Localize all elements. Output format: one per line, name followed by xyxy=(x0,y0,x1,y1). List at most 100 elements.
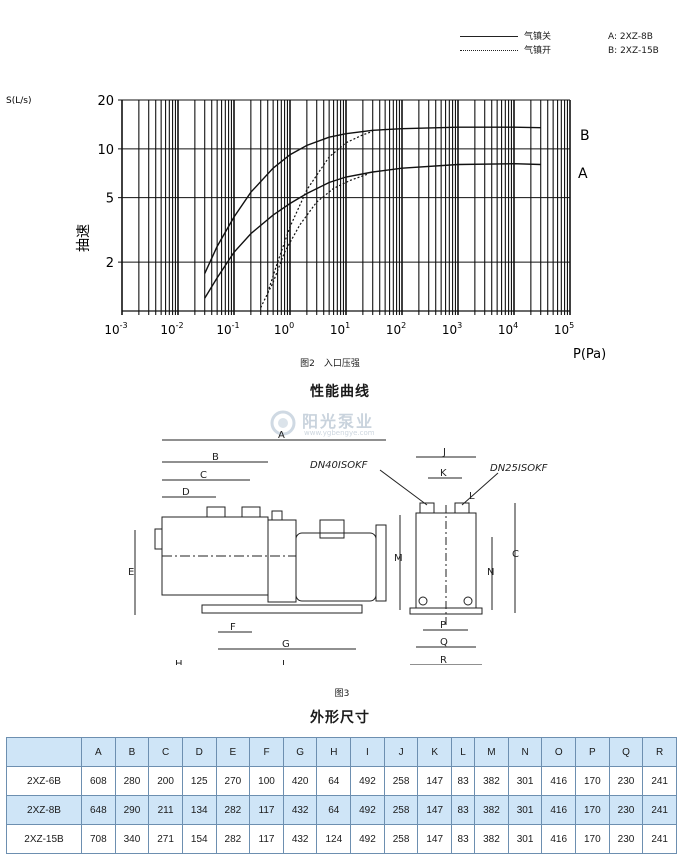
pump-end-block xyxy=(267,519,297,603)
dim-label-j: J xyxy=(442,447,446,458)
dim-label-a: A xyxy=(278,430,285,441)
table-cell: 83 xyxy=(451,766,476,796)
table-cell: 416 xyxy=(541,824,577,854)
table-cell: 83 xyxy=(451,824,476,854)
dim-label-p: P xyxy=(440,620,446,631)
table-header-m: M xyxy=(474,737,509,767)
table-header-f: F xyxy=(249,737,284,767)
flange-label-dn40: DN40ISOKF xyxy=(310,460,368,471)
table-cell: 241 xyxy=(642,766,677,796)
flange-label-dn25: DN25ISOKF xyxy=(490,463,548,474)
dim-label-m: M xyxy=(394,553,403,564)
table-cell: 134 xyxy=(181,795,217,825)
y-tick-label: 20 xyxy=(97,94,114,109)
dim-label-i: I xyxy=(282,659,285,665)
table-cell: 258 xyxy=(383,766,419,796)
x-tick-label: 101 xyxy=(330,321,350,337)
legend-solid-line xyxy=(460,36,518,37)
watermark-logo-icon xyxy=(270,410,296,436)
table-cell: 64 xyxy=(316,795,352,825)
dim-label-r: R xyxy=(440,655,447,665)
table-cell: 147 xyxy=(417,795,453,825)
dim-label-k: K xyxy=(440,468,447,479)
table-cell: 301 xyxy=(507,824,543,854)
table-header-model xyxy=(6,737,82,767)
dim-label-b: B xyxy=(212,452,219,463)
table-header-b: B xyxy=(114,737,150,767)
watermark: 阳光泵业 www.ygbengye.com xyxy=(270,408,430,440)
table-cell-model: 2XZ-6B xyxy=(6,766,82,796)
table-header-a: A xyxy=(81,737,116,767)
dim-label-h: H xyxy=(175,659,183,665)
dimension-drawing: A B C D E F G H I J K L M N P Q R DN40IS… xyxy=(128,430,548,665)
series-line-a-solid xyxy=(204,162,541,299)
watermark-url: www.ygbengye.com xyxy=(304,429,375,437)
table-cell: 230 xyxy=(608,824,644,854)
x-tick-label: 105 xyxy=(554,321,574,337)
section-title-performance: 性能曲线 xyxy=(310,384,370,400)
section-title-dimensions: 外形尺寸 xyxy=(310,710,370,726)
table-cell: 241 xyxy=(642,795,677,825)
table-cell: 432 xyxy=(282,824,318,854)
table-cell: 147 xyxy=(417,766,453,796)
watermark-text: 阳光泵业 xyxy=(302,412,375,431)
table-cell: 117 xyxy=(249,795,284,825)
table-cell: 432 xyxy=(282,795,318,825)
table-cell: 124 xyxy=(316,824,352,854)
table-cell: 230 xyxy=(608,795,644,825)
table-cell: 258 xyxy=(383,795,419,825)
x-axis-label: P(Pa) xyxy=(573,347,606,362)
x-tick-label: 102 xyxy=(386,321,406,337)
table-cell: 271 xyxy=(148,824,183,854)
table-cell: 258 xyxy=(383,824,419,854)
table-cell: 382 xyxy=(474,795,509,825)
x-tick-label: 10-3 xyxy=(104,321,127,337)
y-tick-label: 2 xyxy=(106,256,114,271)
side-port-1 xyxy=(419,502,435,514)
dim-label-q: Q xyxy=(440,637,448,648)
dim-label-f: F xyxy=(230,622,236,633)
table-cell: 211 xyxy=(148,795,183,825)
table-cell: 492 xyxy=(350,795,385,825)
table-cell: 608 xyxy=(81,766,116,796)
table-cell: 170 xyxy=(575,795,610,825)
table-cell: 117 xyxy=(249,824,284,854)
table-header-l: L xyxy=(451,737,476,767)
series-line-a-dotted xyxy=(260,173,369,308)
legend-row-solid: 气镇关 A: 2XZ-8B xyxy=(460,30,675,44)
table-cell: 241 xyxy=(642,824,677,854)
table-cell: 230 xyxy=(608,766,644,796)
dim-label-l: L xyxy=(469,491,475,502)
table-cell: 648 xyxy=(81,795,116,825)
series-line-b-solid xyxy=(204,126,541,274)
series-annotation-a: A xyxy=(578,166,588,182)
table-cell: 708 xyxy=(81,824,116,854)
legend-model-a: A: 2XZ-8B xyxy=(608,32,653,42)
table-cell: 416 xyxy=(541,766,577,796)
x-tick-label: 10-2 xyxy=(160,321,183,337)
table-header-k: K xyxy=(417,737,453,767)
table-cell: 290 xyxy=(114,795,150,825)
dimension-labels: A B C D E F G H I J K L M N P Q R DN40IS… xyxy=(128,430,548,665)
table-cell: 170 xyxy=(575,766,610,796)
table-cell: 492 xyxy=(350,766,385,796)
table-cell: 200 xyxy=(148,766,183,796)
figure-2-caption: 图2 入口压强 xyxy=(300,359,360,369)
table-header-q: Q xyxy=(608,737,644,767)
x-tick-label: 10-1 xyxy=(216,321,239,337)
pump-inlet-stub xyxy=(154,528,163,550)
table-header-h: H xyxy=(316,737,352,767)
x-tick-label: 103 xyxy=(442,321,462,337)
dim-label-c-side: C xyxy=(512,549,519,560)
table-cell-model: 2XZ-15B xyxy=(6,824,82,854)
table-header-n: N xyxy=(507,737,543,767)
chart-legend: 气镇关 A: 2XZ-8B 气镇开 B: 2XZ-15B xyxy=(460,30,675,58)
table-header-g: G xyxy=(282,737,318,767)
legend-solid-label: 气镇关 xyxy=(524,32,552,42)
table-cell: 301 xyxy=(507,795,543,825)
